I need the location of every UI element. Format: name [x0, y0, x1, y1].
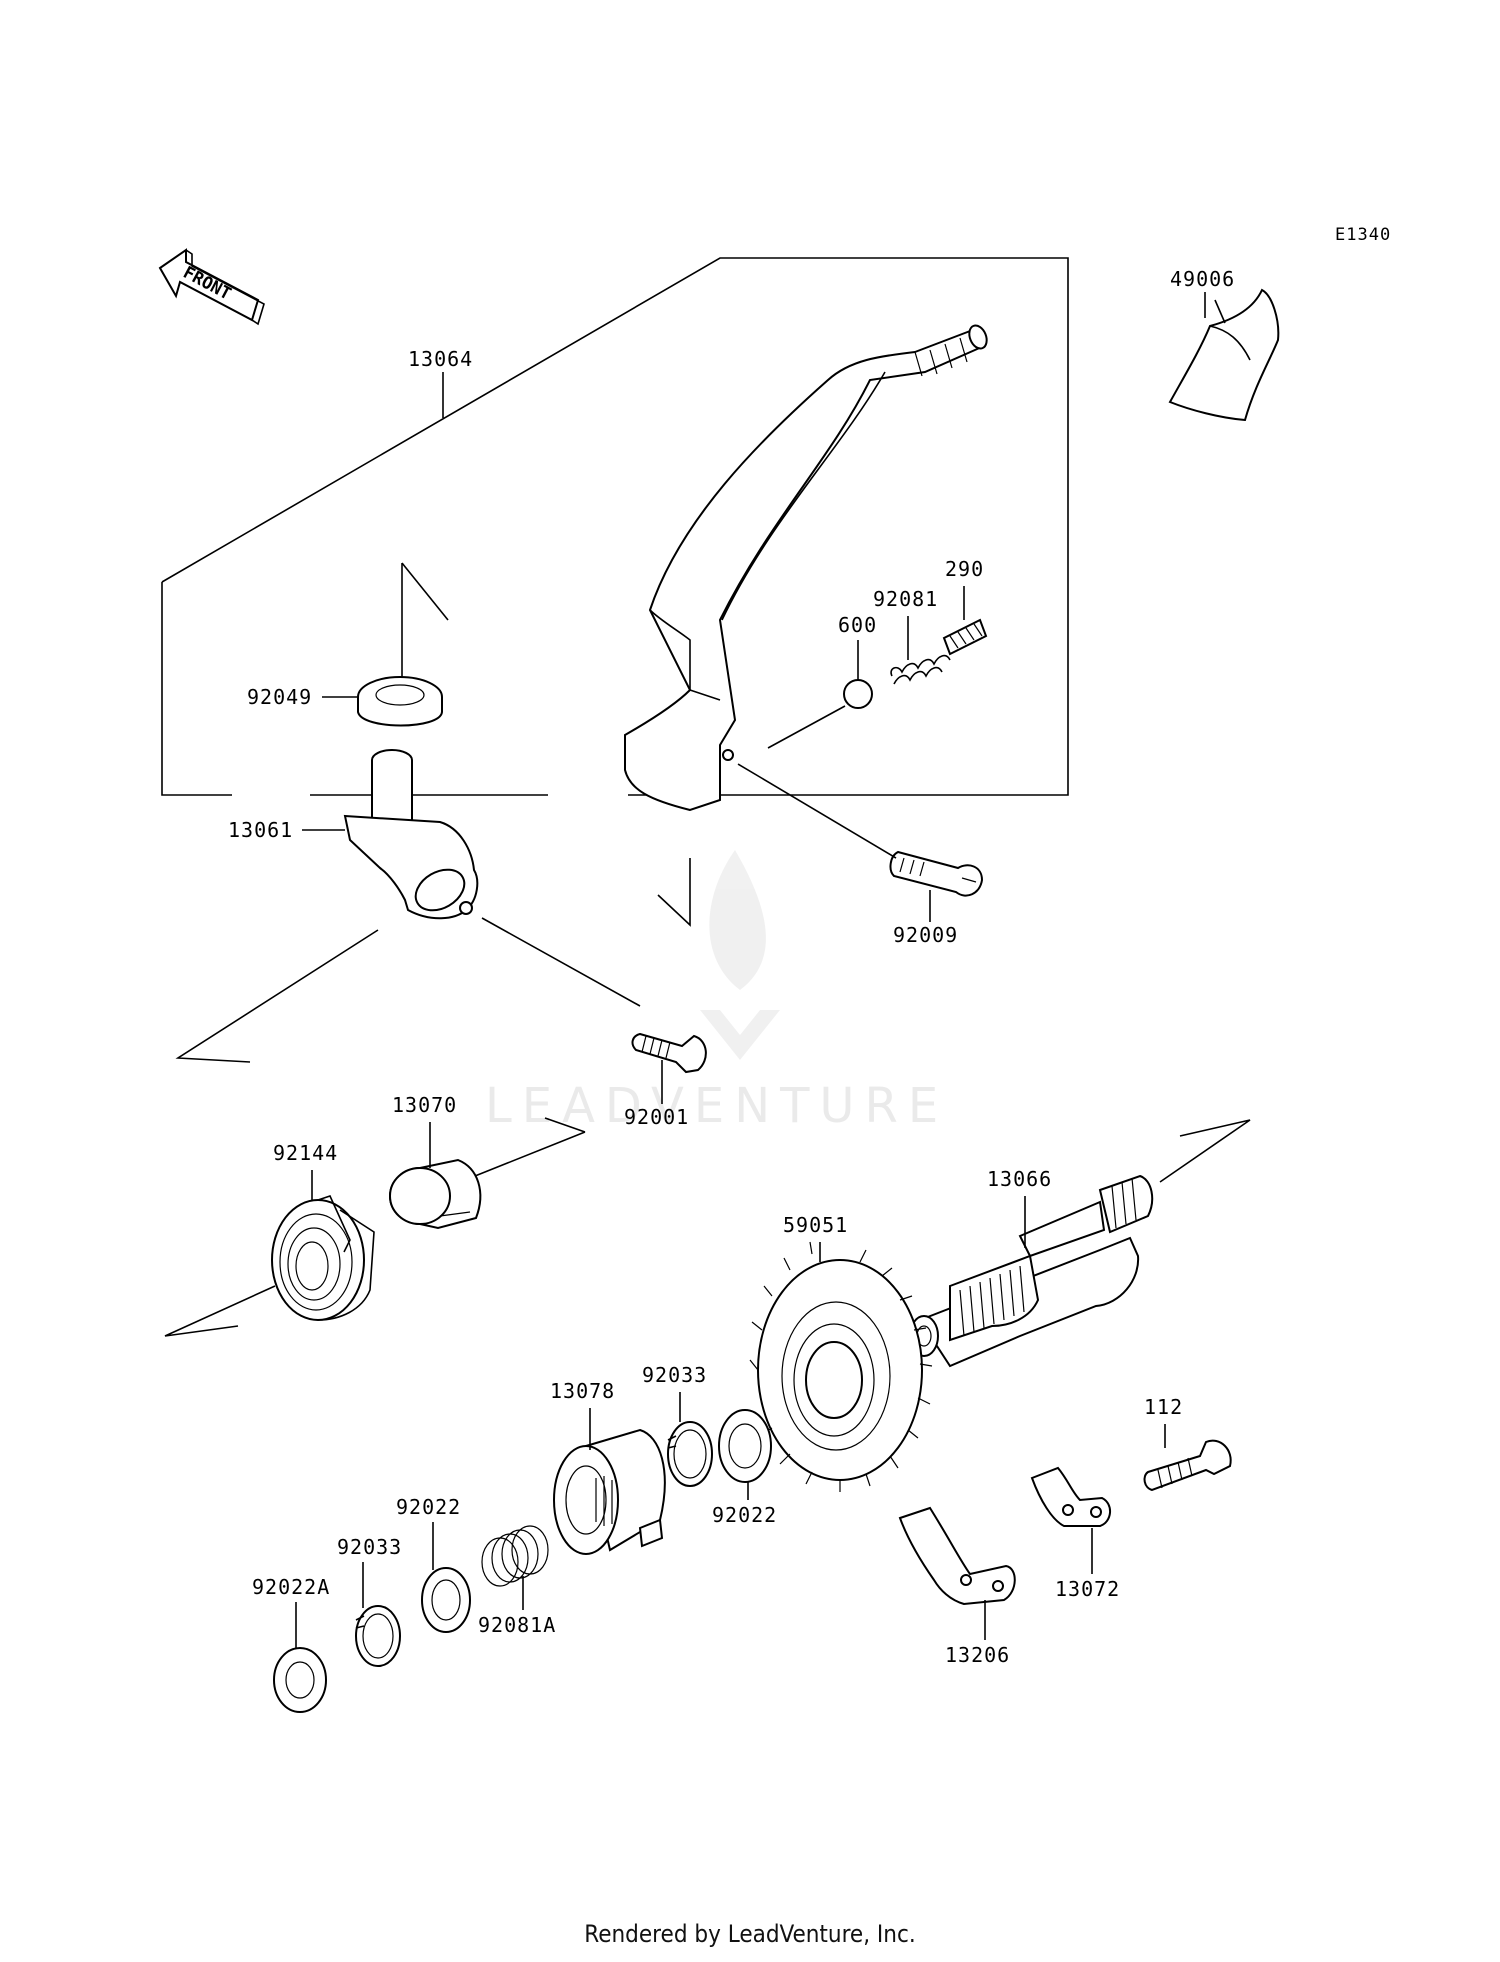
part-label-92033-upper: 92033	[642, 1363, 707, 1387]
kick-gear-59051[interactable]	[749, 1241, 933, 1492]
part-label-13064: 13064	[408, 347, 473, 371]
part-label-92033-lower: 92033	[337, 1535, 402, 1559]
part-label-13061: 13061	[228, 818, 293, 842]
assembly-outline	[161, 257, 1069, 796]
leader-92009-to-lever	[737, 763, 897, 859]
washer-92022A[interactable]	[273, 1647, 327, 1713]
axis-line-92144	[164, 1285, 276, 1337]
part-label-92144: 92144	[273, 1141, 338, 1165]
part-label-92049: 92049	[247, 685, 312, 709]
leader-92049-axis2	[401, 562, 449, 621]
spring-92081A[interactable]	[481, 1525, 549, 1587]
bolt-92009[interactable]	[889, 850, 984, 897]
bolt-92001[interactable]	[631, 1032, 707, 1074]
kick-shaft-13061[interactable]	[343, 749, 479, 920]
leader-13061-to-bolt	[481, 917, 641, 1007]
part-label-290: 290	[945, 557, 984, 581]
part-labels: 49006 13064 290 92081 600 92049 13061 92…	[228, 267, 1235, 1667]
torsion-spring-92144[interactable]	[271, 1195, 375, 1321]
part-label-13066: 13066	[987, 1167, 1052, 1191]
diagram-code: E1340	[1335, 225, 1391, 245]
part-label-13206: 13206	[945, 1643, 1010, 1667]
collar-13070[interactable]	[389, 1158, 482, 1230]
part-label-92022-lower: 92022	[396, 1495, 461, 1519]
axis-line-13070b	[544, 1117, 586, 1133]
part-label-92009: 92009	[893, 923, 958, 947]
part-label-112: 112	[1144, 1395, 1183, 1419]
part-label-59051: 59051	[783, 1213, 848, 1237]
plate-13072[interactable]	[1030, 1466, 1111, 1527]
guide-13206[interactable]	[898, 1506, 1016, 1606]
footer-credit: Rendered by LeadVenture, Inc.	[584, 1920, 916, 1948]
axis-line-kick	[657, 858, 691, 927]
circlip-92033-lower[interactable]	[355, 1605, 401, 1667]
kick-lever-arm[interactable]	[624, 323, 990, 812]
part-label-92081: 92081	[873, 587, 938, 611]
ball-600[interactable]	[843, 679, 873, 709]
axis-line-13070	[474, 1131, 586, 1177]
part-label-92001: 92001	[624, 1105, 689, 1129]
part-label-13070: 13070	[392, 1093, 457, 1117]
spring-92081[interactable]	[890, 654, 951, 685]
leadventure-watermark: LEADVENTURE	[485, 850, 948, 1134]
part-label-92081A: 92081A	[478, 1613, 556, 1637]
leader-lines	[295, 292, 1206, 1648]
front-label: FRONT	[180, 263, 235, 305]
front-arrow-icon: FRONT	[158, 248, 265, 326]
part-label-92022A: 92022A	[252, 1575, 330, 1599]
seal-92049[interactable]	[357, 676, 443, 727]
part-label-92022-upper: 92022	[712, 1503, 777, 1527]
axis-line-13066	[1159, 1119, 1251, 1183]
boot-49006[interactable]	[1168, 288, 1280, 422]
leader-600-to-lever	[767, 705, 846, 749]
washer-92022-lower[interactable]	[421, 1567, 471, 1633]
plug-290[interactable]	[942, 618, 988, 656]
bolt-112[interactable]	[1143, 1439, 1232, 1492]
washer-92022-upper[interactable]	[718, 1409, 772, 1483]
kick-shaft-13066[interactable]	[909, 1174, 1154, 1368]
ratchet-13078[interactable]	[553, 1428, 666, 1555]
part-label-13072: 13072	[1055, 1577, 1120, 1601]
watermark-text: LEADVENTURE	[485, 1078, 948, 1134]
part-label-49006: 49006	[1170, 267, 1235, 291]
part-label-600: 600	[838, 613, 877, 637]
part-label-13078: 13078	[550, 1379, 615, 1403]
circlip-92033-upper[interactable]	[667, 1421, 713, 1487]
axis-line-left	[175, 929, 379, 1063]
